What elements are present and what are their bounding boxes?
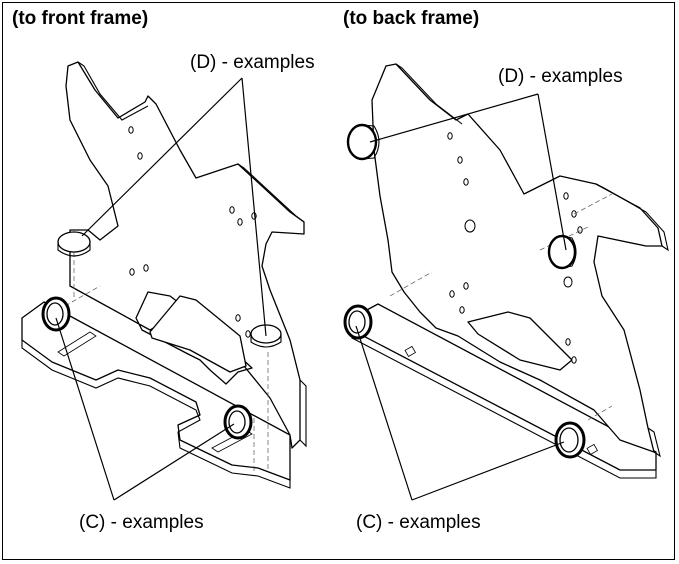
right-leader-d [369,93,567,251]
left-plate-cutout [149,295,247,373]
right-base-slot-2 [586,443,599,456]
left-bumper-d-icon [57,231,91,257]
left-bracket-drawing [21,61,307,501]
right-base-slot-1 [404,345,417,358]
right-hidden-lines [389,193,613,421]
left-panel-heading: (to front frame) [12,8,149,29]
left-base-thickness [21,340,291,489]
right-bracket-drawing [343,63,669,501]
right-grommet-c-icon-2 [554,421,586,459]
right-bumper-d-icon-2 [547,234,577,270]
left-grommet-c-icon-2 [223,404,253,440]
left-leader-c [55,317,235,501]
right-plate-thickness [395,63,669,458]
right-callout-c: (C) - examples [356,512,481,533]
right-callout-d: (D) - examples [498,66,623,87]
right-vertical-plate [371,63,663,453]
left-grommet-c-icon [41,296,71,332]
right-plate-cutout [467,311,573,371]
right-leader-c [355,325,565,501]
right-grommet-c-icon [343,304,373,340]
left-callout-d: (D) - examples [190,52,315,73]
left-leader-d [81,77,267,337]
right-plate-holes [447,132,583,364]
left-plate-thickness [77,61,307,448]
left-base-slot-1 [57,331,97,357]
left-base-plate [21,301,291,481]
left-hidden-lines [57,252,269,472]
left-callout-c: (C) - examples [79,512,204,533]
right-bumper-d-icon [346,123,380,161]
right-panel-heading: (to back frame) [343,8,480,29]
